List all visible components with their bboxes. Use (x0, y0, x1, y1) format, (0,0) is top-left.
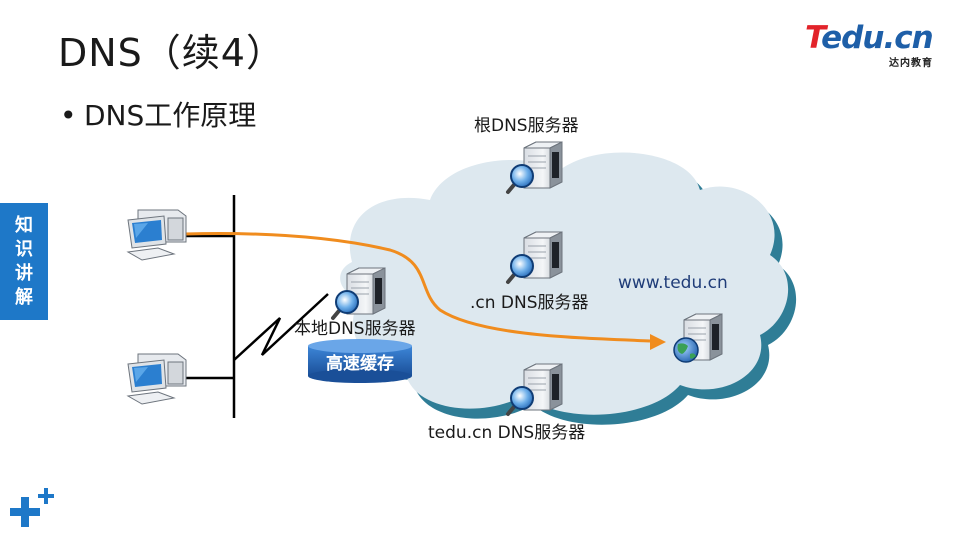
client-computer-1 (127, 209, 187, 261)
query-arrowhead (650, 334, 666, 350)
bullet-item: •DNS工作原理 (60, 94, 256, 134)
side-tab-char: 知 (15, 214, 33, 236)
page-title: DNS（续4） (58, 31, 285, 75)
cache-storage: 高速缓存 (308, 339, 412, 383)
local-dns-server-label: 本地DNS服务器 (294, 319, 416, 339)
side-tab-char: 讲 (15, 262, 33, 284)
bullet-text: DNS工作原理 (84, 99, 257, 132)
side-tab: 知 识 讲 解 (0, 203, 48, 320)
tedu-logo: Tedu.cn 达内教育 (805, 20, 935, 70)
root-dns-server (506, 141, 563, 194)
root-dns-server-label: 根DNS服务器 (474, 116, 579, 136)
tedu-dns-server-label: tedu.cn DNS服务器 (428, 423, 585, 443)
cache-label: 高速缓存 (326, 353, 394, 374)
logo-wordmark: Tedu.cn (805, 20, 934, 56)
web-server-label: www.tedu.cn (618, 273, 728, 293)
side-tab-char: 识 (15, 238, 33, 260)
client-computer-2 (127, 353, 187, 405)
cn-dns-server-label: .cn DNS服务器 (470, 293, 589, 313)
query-path-arrow (184, 232, 651, 343)
plus-decoration-icon (10, 488, 54, 527)
bullet-dot: • (60, 99, 77, 132)
side-tab-char: 解 (15, 286, 33, 308)
logo-subtitle: 达内教育 (889, 58, 933, 69)
web-server (673, 313, 723, 363)
wan-link (233, 293, 329, 361)
